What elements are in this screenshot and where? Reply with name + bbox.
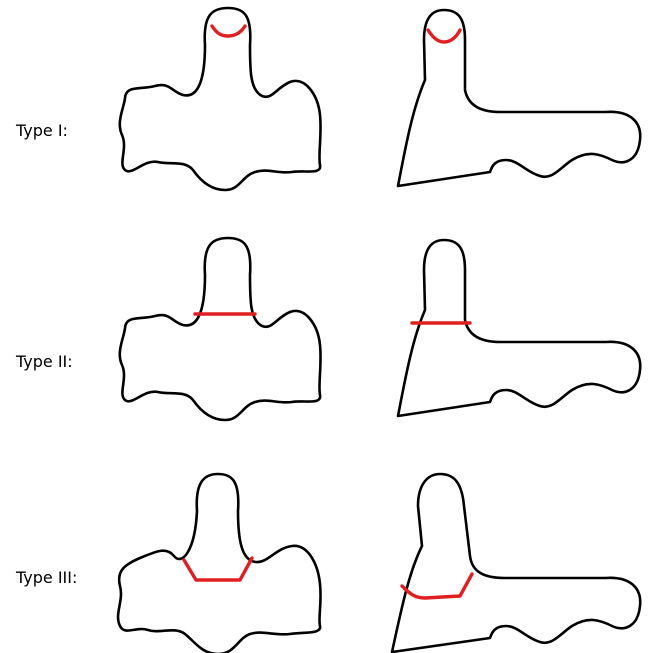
symmetric-shape <box>118 474 321 653</box>
asymmetric-shape <box>392 474 640 652</box>
cut-line-tip <box>428 30 460 42</box>
asymmetric-shape <box>398 240 640 416</box>
symmetric-shape <box>120 238 321 420</box>
cut-line-wide <box>184 558 252 580</box>
row-type-3 <box>118 474 640 653</box>
row-type-2 <box>120 238 640 420</box>
cut-line-wide <box>402 574 472 598</box>
cut-line-tip <box>212 26 245 36</box>
row-type-1 <box>120 8 640 190</box>
